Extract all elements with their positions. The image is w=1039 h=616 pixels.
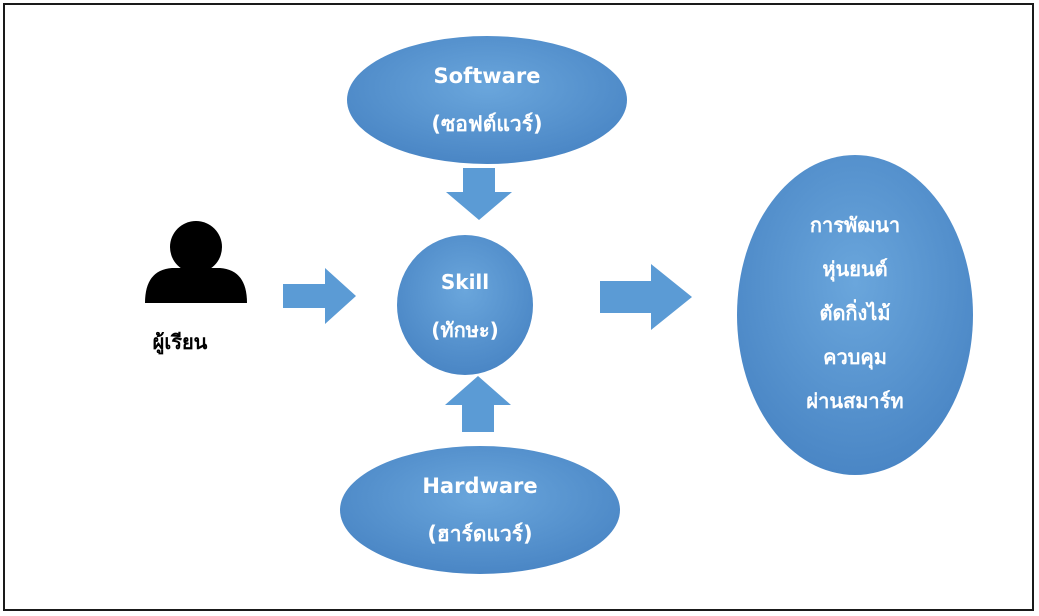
hardware-node: Hardware (ฮาร์ดแวร์) xyxy=(360,462,600,558)
skill-title: Skill xyxy=(440,270,490,294)
result-line: หุ่นยนต์ xyxy=(822,257,888,281)
result-line: ผ่านสมาร์ท xyxy=(806,389,904,413)
person-icon xyxy=(145,221,247,303)
hardware-subtitle: (ฮาร์ดแวร์) xyxy=(427,522,533,546)
learner-label: ผู้เรียน xyxy=(152,330,208,354)
result-line: ตัดกิ่งไม้ xyxy=(819,301,891,325)
software-node: Software (ซอฟต์แวร์) xyxy=(367,52,607,148)
result-line: ควบคุม xyxy=(823,345,887,369)
result-ellipse xyxy=(737,155,973,475)
software-subtitle: (ซอฟต์แวร์) xyxy=(431,112,543,136)
arrow-up-icon xyxy=(445,376,511,432)
software-ellipse xyxy=(347,36,627,164)
result-line: การพัฒนา xyxy=(809,213,901,237)
result-node: การพัฒนา หุ่นยนต์ ตัดกิ่งไม้ ควบคุม ผ่าน… xyxy=(757,193,953,433)
diagram-frame xyxy=(3,3,1034,611)
arrow-right-large-icon xyxy=(600,264,692,330)
skill-ellipse xyxy=(397,235,533,375)
skill-node: Skill (ทักษะ) xyxy=(400,258,530,354)
software-title: Software xyxy=(433,64,541,88)
arrow-right-icon xyxy=(283,268,356,324)
hardware-title: Hardware xyxy=(422,474,538,498)
hardware-ellipse xyxy=(340,446,620,574)
skill-subtitle: (ทักษะ) xyxy=(431,318,499,342)
arrow-down-icon xyxy=(446,168,512,220)
